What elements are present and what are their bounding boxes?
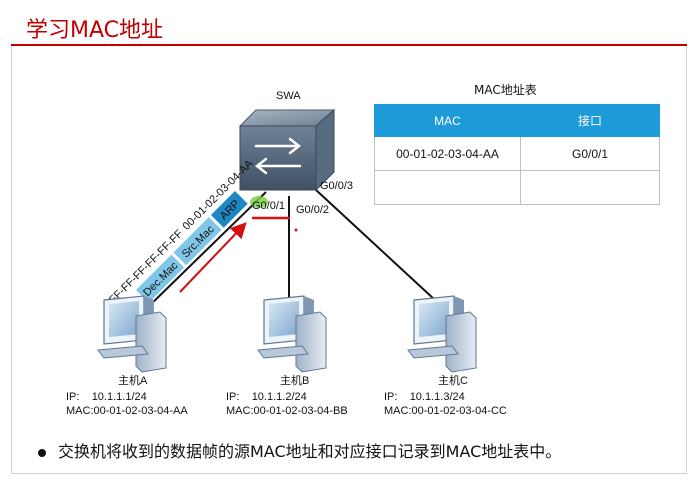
red-dot	[294, 228, 298, 232]
frame-field-dec-mac	[136, 254, 185, 303]
mac-address-table: MAC 接口 00-01-02-03-04-AA G0/0/1	[374, 104, 660, 205]
table-cell-mac: 00-01-02-03-04-AA	[374, 136, 521, 171]
link-to-host-a	[146, 191, 267, 309]
host-b-name: 主机B	[280, 375, 310, 387]
pc-icon	[407, 295, 477, 373]
pc-icon	[257, 295, 327, 373]
table-cell-mac	[374, 170, 521, 205]
link-to-host-c	[315, 189, 436, 301]
title-rule	[11, 44, 687, 46]
port-label-g003: G0/0/3	[320, 180, 354, 192]
host-a-info: IP: 10.1.1.1/24 MAC:00-01-02-03-04-AA	[66, 390, 188, 418]
column-header-interface: 接口	[520, 104, 660, 137]
host-b-info: IP: 10.1.1.2/24 MAC:00-01-02-03-04-BB	[226, 390, 348, 418]
host-c-info: IP: 10.1.1.3/24 MAC:00-01-02-03-04-CC	[384, 390, 507, 418]
mac-label: MAC:	[384, 405, 412, 417]
port-label-g002: G0/0/2	[296, 204, 330, 216]
host-a-mac: 00-01-02-03-04-AA	[93, 405, 188, 417]
host-b-mac: 00-01-02-03-04-BB	[253, 405, 348, 417]
host-c-ip: 10.1.1.3/24	[409, 391, 465, 403]
ip-label: IP:	[384, 391, 398, 403]
frame-field-src-mac	[173, 217, 222, 266]
port-label-g001: G0/0/1	[252, 200, 286, 212]
host-a-name: 主机A	[118, 375, 148, 387]
switch-label: SWA	[276, 90, 301, 102]
frame-field-arp	[210, 191, 248, 228]
bullet-point: 交换机将收到的数据帧的源MAC地址和对应接口记录到MAC地址表中。	[38, 438, 561, 462]
switch-icon	[238, 108, 336, 192]
host-a-ip: 10.1.1.1/24	[91, 391, 147, 403]
table-cell-interface: G0/0/1	[520, 136, 660, 171]
host-b-ip: 10.1.1.2/24	[251, 391, 307, 403]
table-row: 00-01-02-03-04-AA G0/0/1	[374, 136, 660, 171]
table-row	[374, 170, 660, 205]
mac-table-caption: MAC地址表	[474, 83, 537, 97]
bullet-dot-icon	[38, 448, 46, 457]
mac-label: MAC:	[66, 405, 94, 417]
bullet-text: 交换机将收到的数据帧的源MAC地址和对应接口记录到MAC地址表中。	[58, 442, 562, 461]
pc-icon	[97, 295, 167, 373]
port-highlight	[250, 196, 268, 208]
column-header-mac: MAC	[374, 104, 521, 137]
mac-label: MAC:	[226, 405, 254, 417]
frame-arrow	[179, 222, 247, 293]
host-c-mac: 00-01-02-03-04-CC	[411, 405, 507, 417]
host-c-name: 主机C	[438, 375, 468, 387]
page-title: 学习MAC地址	[26, 18, 164, 43]
ip-label: IP:	[226, 391, 240, 403]
table-cell-interface	[520, 170, 660, 205]
ip-label: IP:	[66, 391, 80, 403]
